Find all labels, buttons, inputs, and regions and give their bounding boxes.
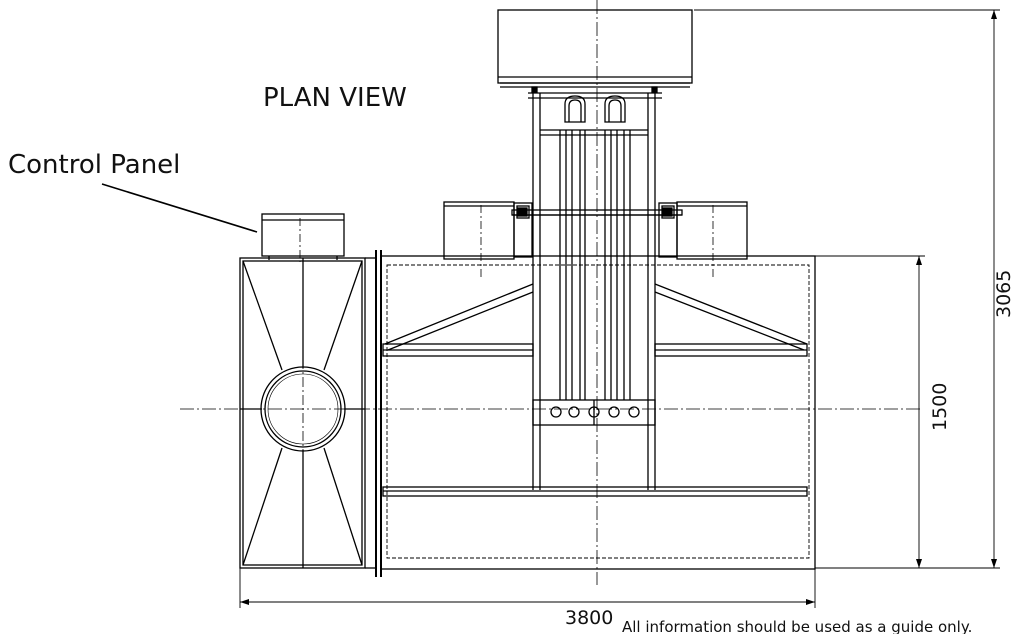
dimension-arrows [240,10,997,605]
dimension-overall-height: 3065 [993,270,1015,318]
plan-view-title: PLAN VIEW [263,83,407,113]
dimension-overall-width: 3800 [565,607,613,629]
control-panel-leader [101,183,258,233]
disclaimer-note: All information should be used as a guid… [622,618,972,634]
side-box-left [443,201,515,260]
control-panel-label: Control Panel [8,150,180,180]
top-hood-unit [497,9,693,99]
dimension-body-height: 1500 [929,383,951,431]
dimension-lines [239,9,1000,608]
flange [365,250,382,577]
control-panel-box [261,213,345,260]
main-body [380,255,816,570]
side-box-right [676,201,748,260]
inlet-duct-circle [260,366,346,452]
inlet-section [239,257,366,569]
